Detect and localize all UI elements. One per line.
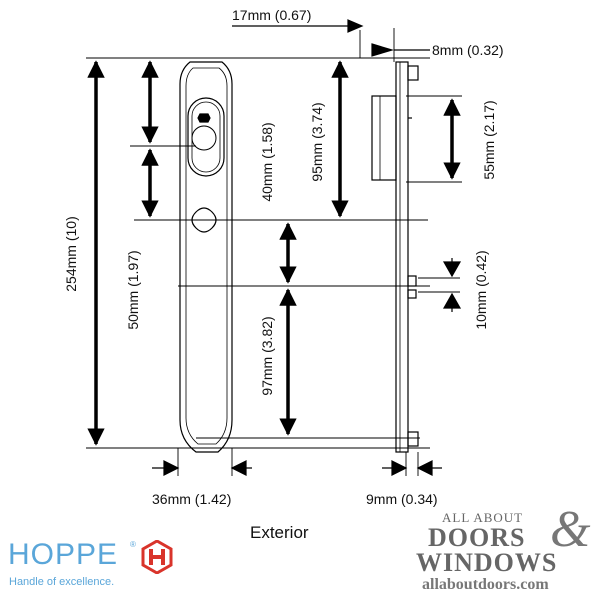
label-plate-width: 36mm (1.42) — [152, 491, 231, 507]
label-post-spacing: 10mm (0.42) — [473, 250, 489, 329]
escutcheon-side-view — [371, 61, 419, 453]
top-screw-post — [407, 65, 419, 81]
spindle-square — [191, 207, 217, 233]
hoppe-trademark: ® — [130, 540, 136, 549]
label-depth: 9mm (0.34) — [366, 491, 438, 507]
extension-lines — [86, 28, 462, 476]
view-caption: Exterior — [250, 523, 309, 542]
cylinder-face — [191, 125, 217, 151]
plate-outline — [179, 61, 233, 453]
cylinder-housing — [187, 97, 225, 177]
label-cylinder-height: 55mm (2.17) — [481, 100, 497, 179]
hoppe-tagline: Handle of excellence. — [9, 576, 115, 588]
side-plate — [395, 61, 409, 453]
hoppe-logo: HOPPE ® Handle of excellence. — [8, 538, 178, 594]
label-overall-height: 254mm (10) — [63, 216, 79, 291]
label-spindle-to-bottom: 97mm (3.82) — [259, 316, 275, 395]
watermark-url: allaboutdoors.com — [422, 576, 549, 593]
dimension-arrows-small — [152, 19, 462, 476]
label-upper-section: 50mm (1.97) — [125, 250, 141, 329]
label-top-offset: 17mm (0.67) — [232, 7, 311, 23]
watermark-line3: WINDOWS — [416, 548, 558, 577]
ampersand-glyph: & — [550, 501, 591, 558]
watermark-line1: ALL ABOUT — [442, 510, 524, 525]
label-top-to-spindle: 95mm (3.74) — [309, 102, 325, 181]
dimension-arrows — [87, 60, 461, 446]
hoppe-wordmark: HOPPE — [8, 538, 119, 571]
escutcheon-front-view — [179, 61, 233, 453]
bottom-screw-post — [407, 431, 419, 447]
label-cylinder-to-spindle: 40mm (1.58) — [259, 122, 275, 201]
hoppe-hexagon-icon — [141, 540, 173, 574]
all-about-doors-watermark: & ALL ABOUT DOORS WINDOWS allaboutdoors.… — [402, 501, 598, 596]
spindle-post-upper — [407, 275, 417, 287]
plate-inner-outline — [185, 67, 228, 445]
cylinder-keyway — [197, 113, 211, 123]
side-cylinder — [371, 95, 397, 181]
watermark-line2: DOORS — [428, 523, 526, 552]
label-plate-thickness: 8mm (0.32) — [432, 42, 504, 58]
